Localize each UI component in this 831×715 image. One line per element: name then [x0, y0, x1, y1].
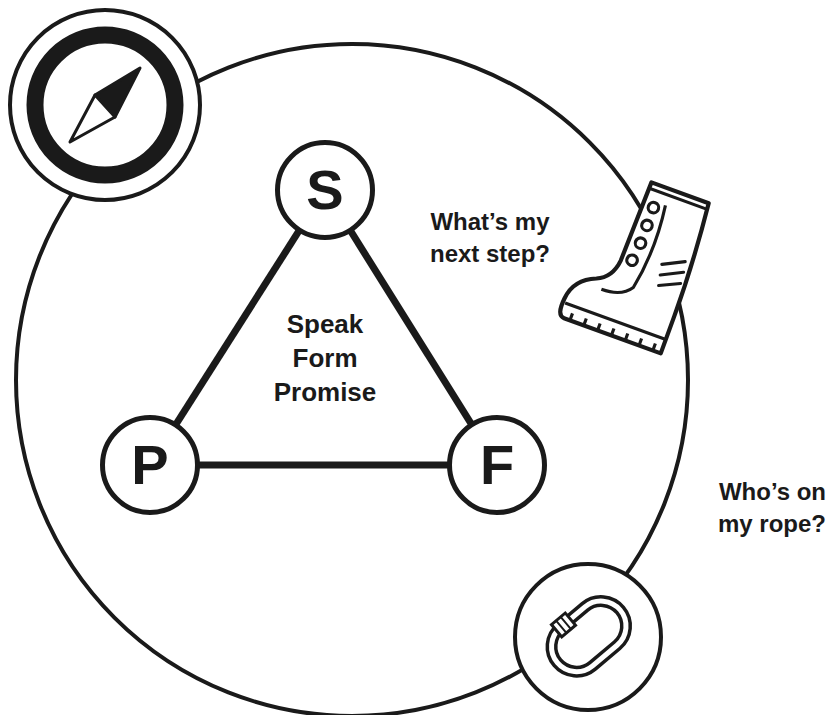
node-letter: F	[480, 437, 514, 493]
node-letter: P	[131, 437, 168, 493]
connector-line	[198, 462, 449, 469]
letter-circle: F	[447, 415, 547, 515]
triangle-side	[198, 465, 449, 466]
letter-circle: S	[275, 140, 375, 240]
question-label: What’s my next step?	[403, 206, 578, 269]
carabiner-icon	[515, 564, 661, 710]
node-letter: S	[306, 162, 343, 218]
boot-icon	[558, 168, 715, 353]
question-label: Who’s on my rope?	[681, 476, 826, 539]
center-label: Speak Form Promise	[255, 307, 395, 410]
compass-icon	[10, 10, 200, 200]
letter-circle: P	[100, 415, 200, 515]
